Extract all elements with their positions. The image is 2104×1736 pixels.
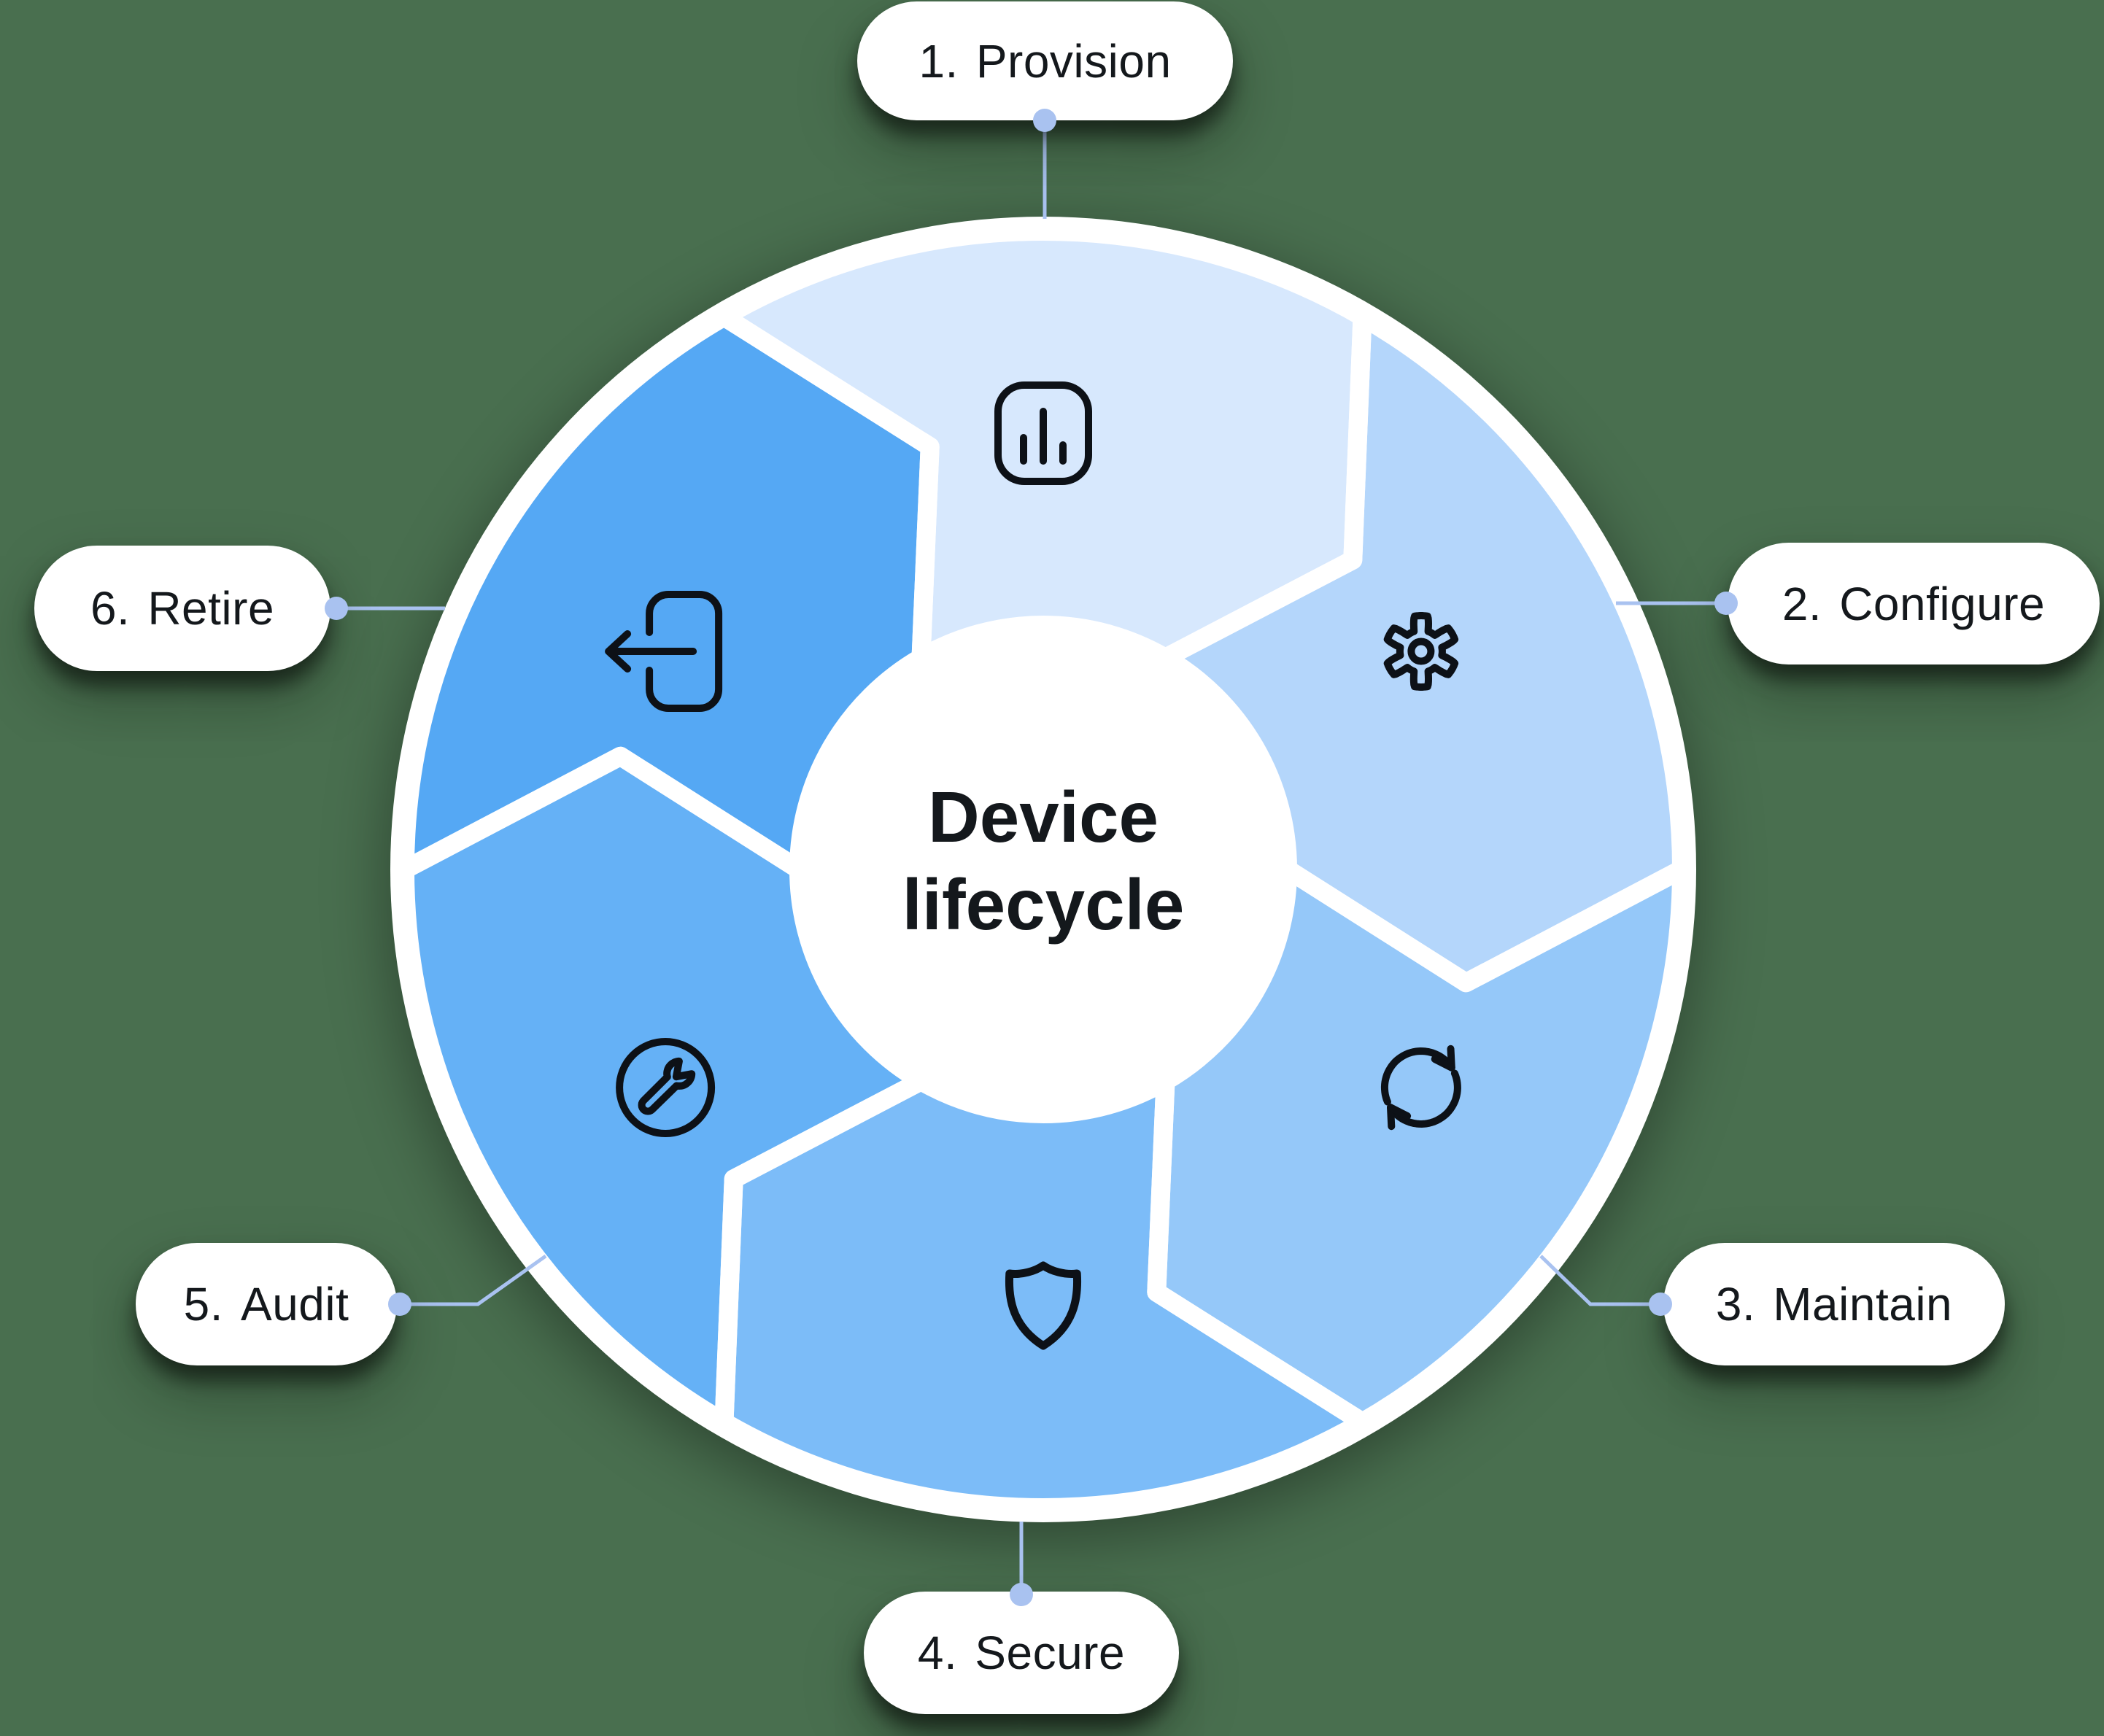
stage-number: 5. bbox=[183, 1278, 223, 1330]
stage-name: Configure bbox=[1839, 577, 2046, 630]
connector-dot-secure bbox=[1010, 1583, 1033, 1606]
wrench-icon bbox=[616, 1038, 716, 1137]
arrow-segment-gaps bbox=[395, 221, 1691, 1518]
arrow-segment-configure bbox=[1165, 317, 1682, 983]
connector-dot-provision bbox=[1033, 109, 1056, 132]
bar-chart-icon bbox=[994, 381, 1092, 485]
connector-audit bbox=[400, 1254, 547, 1306]
stage-label-maintain: 3. Maintain bbox=[1663, 1243, 2005, 1365]
connector-dot-maintain bbox=[1649, 1293, 1672, 1316]
stage-number: 4. bbox=[917, 1627, 958, 1679]
connector-dot-audit bbox=[388, 1293, 411, 1316]
stage-label-retire: 6. Retire bbox=[34, 546, 330, 671]
stage-number: 2. bbox=[1782, 577, 1822, 630]
stage-name: Maintain bbox=[1773, 1278, 1953, 1330]
stage-label-provision: 1. Provision bbox=[857, 1, 1233, 120]
connector-maintain bbox=[1539, 1255, 1660, 1306]
stage-name: Provision bbox=[975, 34, 1172, 88]
stage-name: Retire bbox=[147, 582, 275, 635]
label-connectors bbox=[336, 120, 1726, 1594]
wheel-title-line2: lifecycle bbox=[902, 864, 1185, 945]
sync-icon bbox=[1380, 1045, 1461, 1131]
stage-icons bbox=[605, 381, 1461, 1350]
exit-icon bbox=[605, 591, 723, 712]
stage-label-secure: 4. Secure bbox=[864, 1592, 1179, 1714]
stage-number: 3. bbox=[1715, 1278, 1756, 1330]
arrow-segment-audit bbox=[405, 756, 921, 1422]
arrow-segment-maintain bbox=[1156, 869, 1682, 1422]
connector-dot-configure bbox=[1714, 592, 1738, 615]
stage-label-configure: 2. Configure bbox=[1728, 543, 2100, 664]
stage-name: Audit bbox=[241, 1278, 349, 1330]
stage-name: Secure bbox=[975, 1627, 1126, 1679]
stage-number: 1. bbox=[918, 34, 959, 88]
arrow-segments bbox=[405, 230, 1682, 1508]
stage-label-audit: 5. Audit bbox=[136, 1243, 397, 1365]
stage-number: 6. bbox=[90, 582, 131, 635]
wheel-title-line1: Device bbox=[928, 777, 1159, 857]
shield-icon bbox=[1005, 1261, 1082, 1350]
connector-dot-retire bbox=[325, 597, 348, 620]
gear-icon bbox=[1383, 612, 1459, 691]
arrow-segment-secure bbox=[724, 1081, 1363, 1508]
